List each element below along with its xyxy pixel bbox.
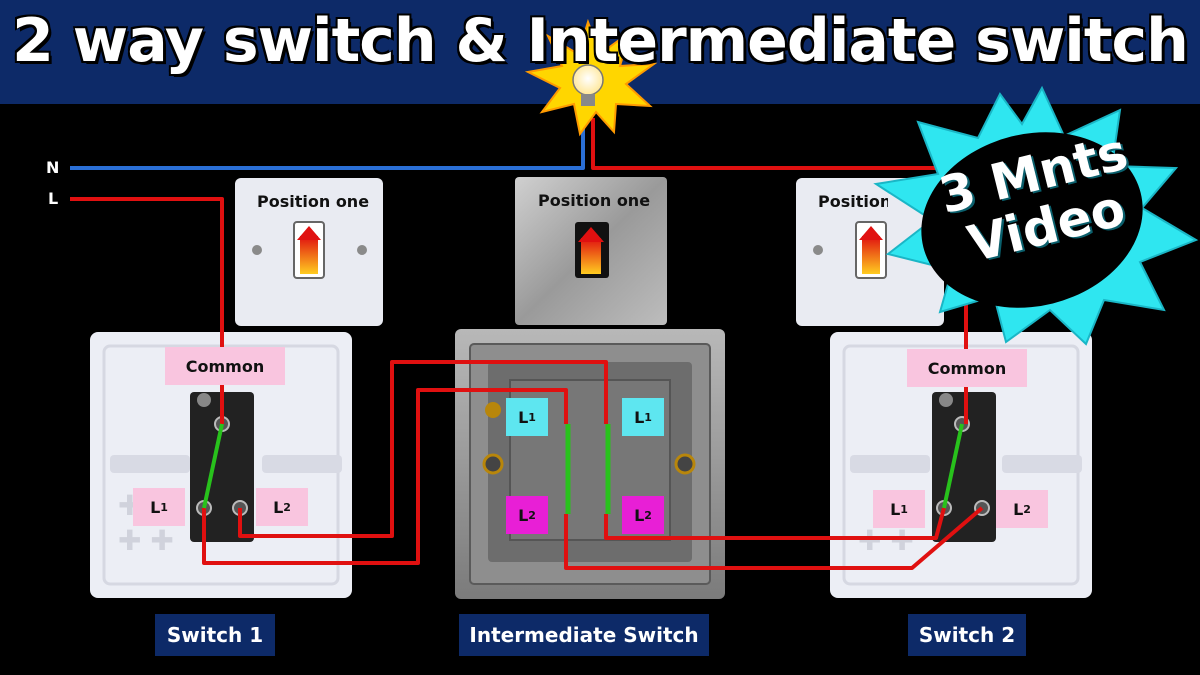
lamp-icon	[524, 18, 658, 137]
rocker-plate-left	[235, 178, 383, 326]
switch2-common-tag: Common	[907, 349, 1027, 387]
strapper-b	[202, 388, 568, 565]
rocker-arrow-icon	[300, 236, 318, 274]
switch2-backbox: ✚ ✚	[830, 332, 1092, 598]
rocker-plate-middle	[515, 177, 667, 325]
switch1-link	[202, 423, 224, 509]
intermediate-name-label: Intermediate Switch	[459, 614, 709, 656]
switch1-name-label: Switch 1	[155, 614, 275, 656]
page-title: 2 way switch & Intermediate switch	[12, 6, 1189, 76]
live-label: L	[48, 189, 59, 208]
rocker-arrow-icon	[581, 238, 601, 274]
neutral-wire	[70, 118, 585, 170]
switch1-common-tag: Common	[165, 347, 285, 385]
strapper-d	[564, 506, 984, 570]
rocker-right-position-label: Position one	[818, 192, 888, 211]
video-length-badge	[873, 85, 1199, 346]
rocker-middle-position-label: Position one	[538, 191, 651, 210]
strapper-c	[604, 507, 946, 540]
svg-text:✚ ✚: ✚ ✚	[118, 524, 174, 557]
rocker-plate-right	[796, 178, 944, 326]
neutral-label: N	[46, 158, 60, 177]
wires	[70, 118, 984, 570]
switch2-link	[942, 423, 964, 509]
strapper-a	[238, 360, 608, 538]
svg-text:✚ ✚: ✚ ✚	[858, 524, 914, 557]
intermediate-backbox	[455, 329, 725, 599]
rocker-left-position-label: Position one	[257, 192, 370, 211]
switch2-name-label: Switch 2	[908, 614, 1026, 656]
rocker-arrow-icon	[862, 236, 880, 274]
